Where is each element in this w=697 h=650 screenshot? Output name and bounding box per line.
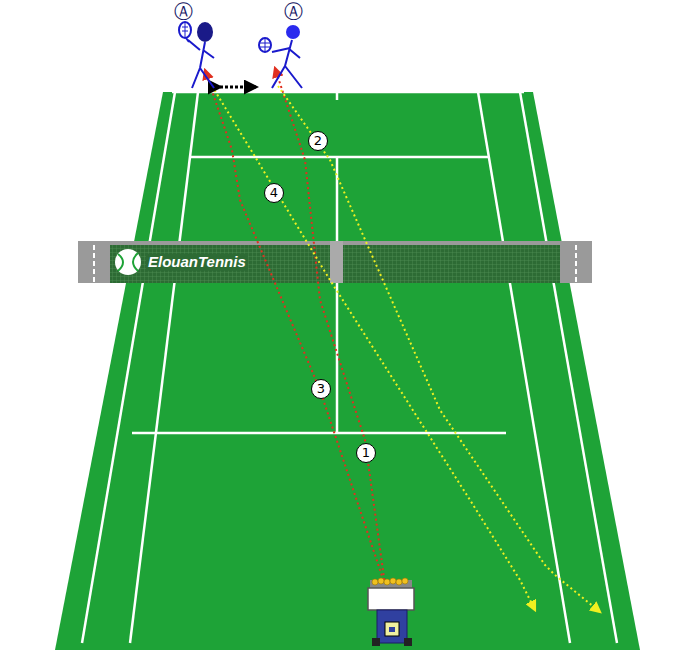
- court-ground: [55, 92, 640, 650]
- ball-machine: [368, 578, 414, 646]
- net: [78, 241, 592, 283]
- watermark: ElouanTennis: [146, 254, 248, 271]
- callout-number: 1: [356, 443, 376, 463]
- player-figures: [179, 22, 302, 88]
- movement-arrow: [220, 86, 256, 89]
- court-lines: [82, 92, 617, 643]
- callout-number: 2: [308, 131, 328, 151]
- callout-number: 3: [311, 379, 331, 399]
- player-label: Ⓐ: [284, 2, 303, 21]
- player-label: Ⓐ: [174, 2, 193, 21]
- callout-number: 4: [264, 183, 284, 203]
- ball-paths: [205, 68, 600, 612]
